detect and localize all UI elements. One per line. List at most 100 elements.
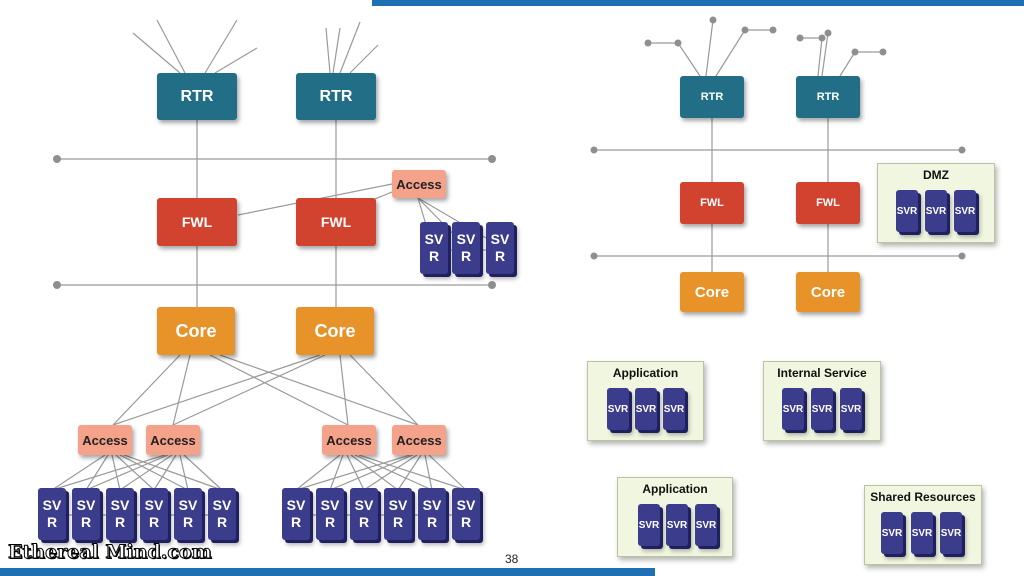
firewall-2: FWL xyxy=(296,198,376,246)
server-label: SV R xyxy=(354,497,374,530)
server: SVR xyxy=(607,388,629,430)
server: SVR xyxy=(925,190,947,232)
server: SVR xyxy=(666,504,688,546)
server-label: SV R xyxy=(320,497,340,530)
server-label: SVR xyxy=(782,403,804,415)
zone-title: Internal Service xyxy=(777,366,867,380)
router-4: RTR xyxy=(796,76,860,118)
top-accent-bar xyxy=(372,0,1024,6)
server: SVR xyxy=(782,388,804,430)
server: SV R xyxy=(282,488,310,540)
core-switch-2: Core xyxy=(296,307,374,355)
server: SV R xyxy=(316,488,344,540)
bottom-accent-bar xyxy=(0,568,655,576)
server-label: SVR xyxy=(911,527,933,539)
router-label: RTR xyxy=(816,91,840,103)
etherealmind-logo: Ethereal Mind.com xyxy=(8,541,213,564)
zone-dmz: DMZ SVR SVR SVR xyxy=(877,163,995,243)
server-label: SVR xyxy=(638,519,660,531)
server-label: SV R xyxy=(178,497,198,530)
core-switch-1: Core xyxy=(157,307,235,355)
core-label: Core xyxy=(175,320,217,341)
server-label: SV R xyxy=(422,497,442,530)
server-label: SV R xyxy=(388,497,408,530)
server-label: SVR xyxy=(663,403,685,415)
zone-title: DMZ xyxy=(923,168,949,182)
server-label: SV R xyxy=(76,497,96,530)
zone-title: Application xyxy=(612,366,679,380)
firewall-label: FWL xyxy=(700,197,724,209)
firewall-label: FWL xyxy=(816,197,840,209)
server-label: SV R xyxy=(212,497,232,530)
server: SVR xyxy=(881,512,903,554)
zone-shared-resources: Shared Resources SVR SVR SVR xyxy=(864,485,982,565)
server: SV R xyxy=(384,488,412,540)
server-label: SVR xyxy=(954,205,976,217)
server: SV R xyxy=(208,488,236,540)
firewall-label: FWL xyxy=(320,214,352,230)
core-label: Core xyxy=(810,283,846,301)
server-label: SVR xyxy=(881,527,903,539)
server-label: SV R xyxy=(144,497,164,530)
server-label: SVR xyxy=(635,403,657,415)
server-label: SVR xyxy=(840,403,862,415)
zone-application-2: Application SVR SVR SVR xyxy=(617,477,733,557)
server: SVR xyxy=(638,504,660,546)
access-switch-dmz: Access xyxy=(392,170,446,198)
server-label: SV R xyxy=(456,497,476,530)
server-label: SVR xyxy=(666,519,688,531)
access-label: Access xyxy=(396,176,442,192)
firewall-label: FWL xyxy=(181,214,213,230)
access-switch-2: Access xyxy=(146,425,200,455)
access-label: Access xyxy=(326,432,372,448)
server: SVR xyxy=(840,388,862,430)
router-1: RTR xyxy=(157,73,237,120)
server: SV R xyxy=(72,488,100,540)
server: SVR xyxy=(695,504,717,546)
core-label: Core xyxy=(694,283,730,301)
server-label: SV R xyxy=(456,231,476,264)
router-2: RTR xyxy=(296,73,376,120)
server: SV R xyxy=(140,488,168,540)
server: SV R xyxy=(418,488,446,540)
server: SV R xyxy=(106,488,134,540)
server-label: SVR xyxy=(607,403,629,415)
firewall-3: FWL xyxy=(680,182,744,224)
firewall-1: FWL xyxy=(157,198,237,246)
server: SV R xyxy=(486,222,514,274)
server-label: SVR xyxy=(925,205,947,217)
router-label: RTR xyxy=(319,87,353,105)
server: SVR xyxy=(635,388,657,430)
zone-title: Shared Resources xyxy=(870,490,976,504)
server: SV R xyxy=(420,222,448,274)
access-label: Access xyxy=(396,432,442,448)
server: SVR xyxy=(954,190,976,232)
access-switch-3: Access xyxy=(322,425,376,455)
access-switch-1: Access xyxy=(78,425,132,455)
server-label: SV R xyxy=(490,231,510,264)
access-switch-4: Access xyxy=(392,425,446,455)
access-label: Access xyxy=(150,432,196,448)
server: SV R xyxy=(452,488,480,540)
firewall-4: FWL xyxy=(796,182,860,224)
server-label: SVR xyxy=(940,527,962,539)
server-label: SV R xyxy=(42,497,62,530)
server: SV R xyxy=(174,488,202,540)
server: SV R xyxy=(452,222,480,274)
router-label: RTR xyxy=(700,91,724,103)
page-number: 38 xyxy=(505,552,519,566)
server-label: SVR xyxy=(896,205,918,217)
server-label: SV R xyxy=(110,497,130,530)
server-label: SV R xyxy=(424,231,444,264)
server-label: SVR xyxy=(811,403,833,415)
server: SVR xyxy=(663,388,685,430)
core-switch-3: Core xyxy=(680,272,744,312)
access-label: Access xyxy=(82,432,128,448)
server: SVR xyxy=(896,190,918,232)
core-switch-4: Core xyxy=(796,272,860,312)
zone-internal-service: Internal Service SVR SVR SVR xyxy=(763,361,881,441)
server: SVR xyxy=(940,512,962,554)
server-label: SV R xyxy=(286,497,306,530)
server: SV R xyxy=(350,488,378,540)
